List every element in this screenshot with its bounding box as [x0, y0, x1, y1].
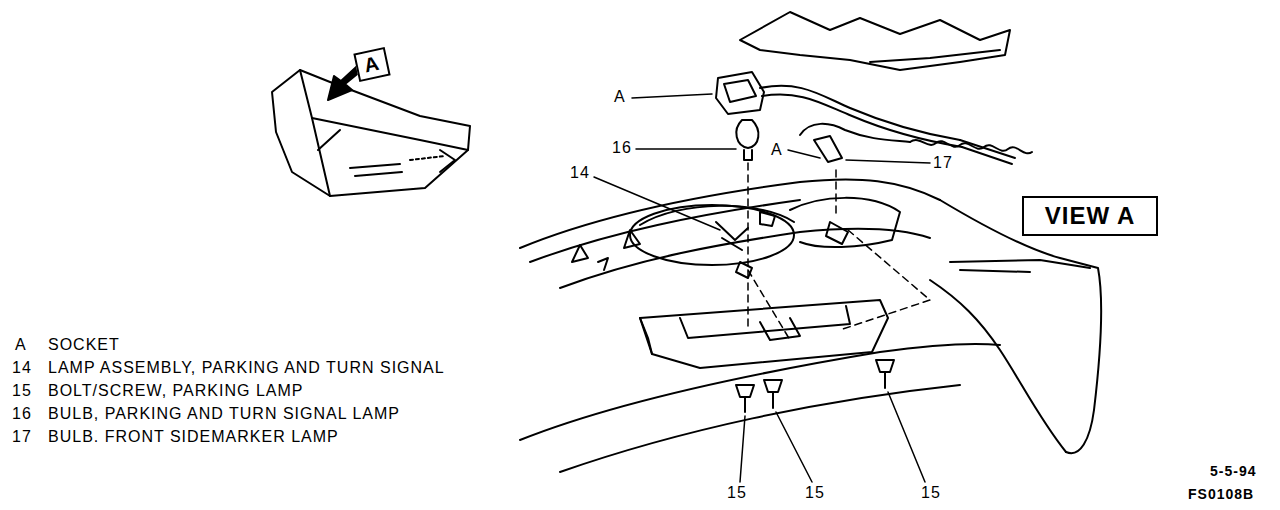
- view-key-box: A: [353, 47, 390, 82]
- callout-number: 15: [921, 484, 941, 502]
- legend-text: SOCKET: [48, 336, 120, 354]
- leader-lines: [594, 94, 930, 482]
- lamp-bracket: [640, 300, 888, 368]
- bumper-fascia: [520, 200, 1101, 472]
- coiled-wire: [800, 124, 1032, 162]
- view-title-box: VIEW A: [1022, 196, 1158, 236]
- legend-key: A: [15, 336, 27, 354]
- callout-number: 16: [612, 139, 632, 157]
- callout-number: 15: [805, 484, 825, 502]
- legend-key: 17: [12, 428, 32, 446]
- bulb: [736, 120, 758, 160]
- callout-number: 15: [727, 484, 747, 502]
- view-label: A: [362, 52, 382, 78]
- callout-number: 17: [933, 154, 953, 172]
- view-label: VIEW A: [1045, 202, 1135, 230]
- figure-code: 5-5-94: [1210, 462, 1256, 480]
- callout-number: 14: [570, 164, 590, 182]
- figure-code: FS0108B: [1188, 485, 1254, 503]
- legend-key: 15: [12, 382, 32, 400]
- legend-text: LAMP ASSEMBLY, PARKING AND TURN SIGNAL: [48, 359, 445, 377]
- fender: [740, 12, 1010, 70]
- legend-text: BULB, PARKING AND TURN SIGNAL LAMP: [48, 405, 400, 423]
- legend-key: 14: [12, 359, 32, 377]
- callout-number: A: [614, 88, 626, 106]
- callout-number: A: [771, 141, 783, 159]
- legend-key: 16: [12, 405, 32, 423]
- legend-text: BULB. FRONT SIDEMARKER LAMP: [48, 428, 339, 446]
- legend-text: BOLT/SCREW, PARKING LAMP: [48, 382, 303, 400]
- assembly-lines: [748, 163, 930, 340]
- socket: [716, 72, 1015, 164]
- bumper-bar: [520, 179, 940, 288]
- screws: [736, 360, 894, 412]
